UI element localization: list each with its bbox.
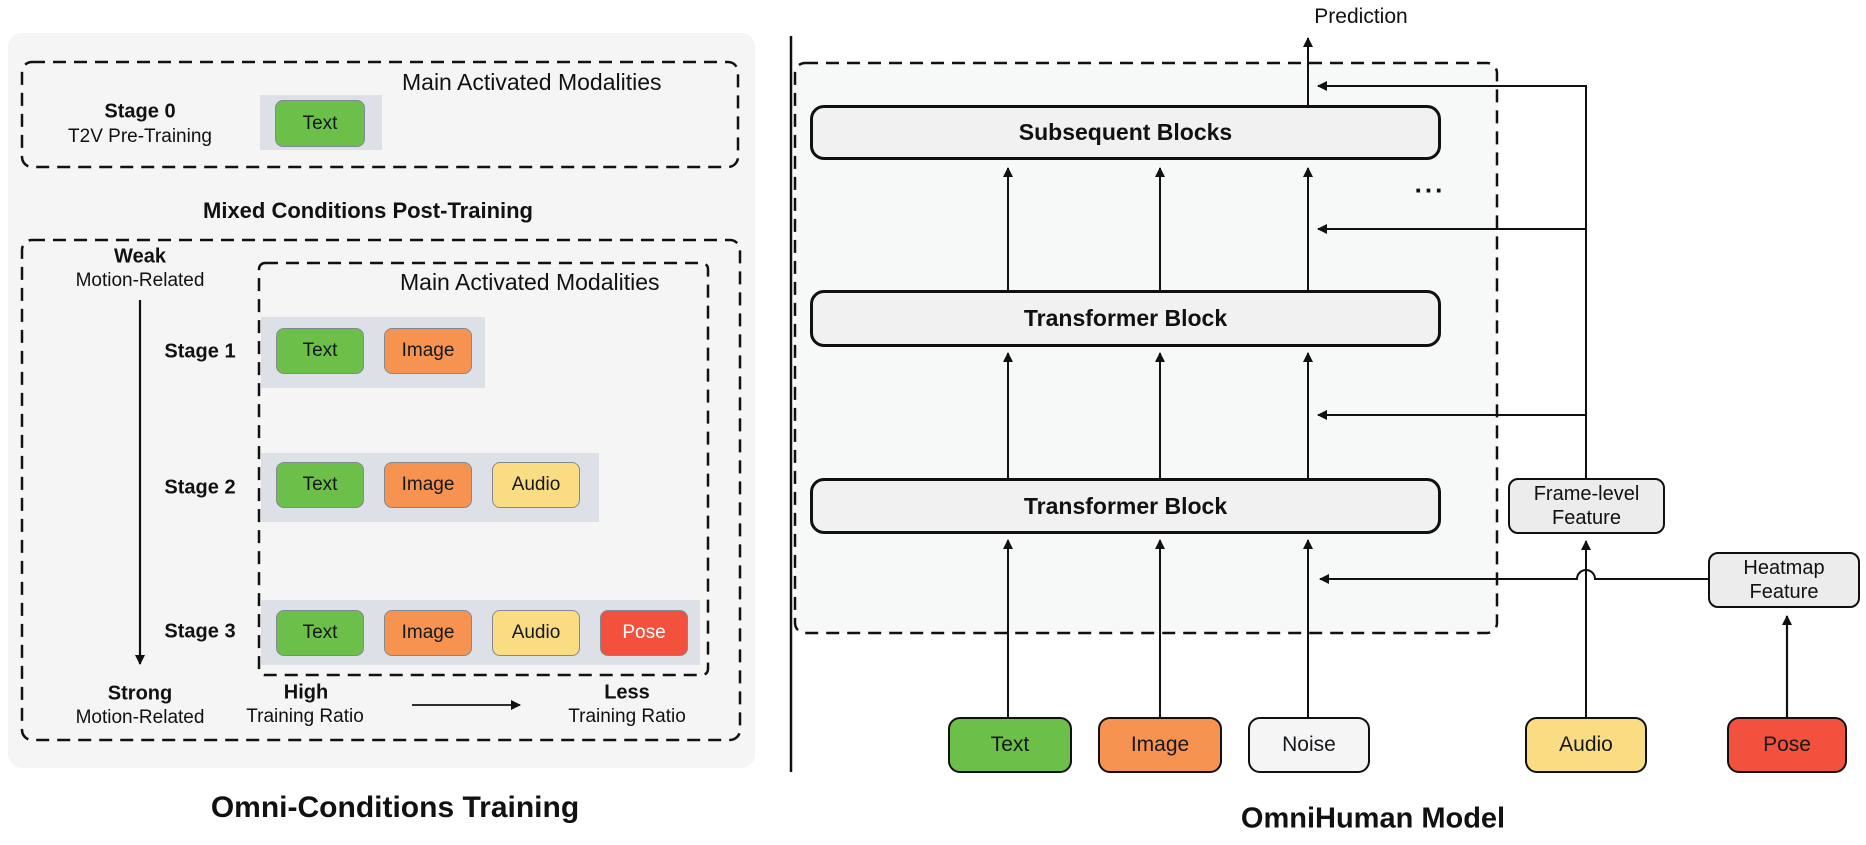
right-panel-title: OmniHuman Model xyxy=(1240,802,1506,835)
left-panel-title: Omni-Conditions Training xyxy=(210,791,580,824)
frame-level-feature-label: Frame-level Feature xyxy=(1533,483,1640,529)
stage2-text-badge: Text xyxy=(276,462,364,508)
stage0-sublabel: T2V Pre-Training xyxy=(68,126,212,147)
input-image-box: Image xyxy=(1098,717,1222,773)
input-audio-box: Audio xyxy=(1525,717,1647,773)
stage0-text-badge: Text xyxy=(275,100,365,147)
strong-sublabel: Motion-Related xyxy=(75,707,205,728)
stage1-text-badge: Text xyxy=(276,328,364,374)
stage3-text-badge: Text xyxy=(276,610,364,656)
inner-main-modalities-heading: Main Activated Modalities xyxy=(400,269,660,295)
ellipsis-dots: ... xyxy=(1414,168,1446,199)
stage3-audio-badge: Audio xyxy=(492,610,580,656)
stage2-label: Stage 2 xyxy=(164,476,236,499)
stage0-main-modalities-heading: Main Activated Modalities xyxy=(402,69,662,95)
frame-level-feature-box: Frame-level Feature xyxy=(1508,478,1665,534)
input-text-box: Text xyxy=(948,717,1072,773)
stage1-image-badge: Image xyxy=(384,328,472,374)
framelevel-branch-top-arrow xyxy=(1317,81,1587,478)
subsequent-blocks-box: Subsequent Blocks xyxy=(810,105,1441,160)
less-sublabel: Training Ratio xyxy=(568,706,686,727)
less-label: Less xyxy=(604,681,650,704)
stage0-label: Stage 0 xyxy=(104,100,176,123)
high-sublabel: Training Ratio xyxy=(246,706,364,727)
strong-label: Strong xyxy=(107,682,173,705)
stage0-dashed-box xyxy=(20,60,740,169)
stage2-image-badge: Image xyxy=(384,462,472,508)
transformer-block-2-box: Transformer Block xyxy=(810,290,1441,347)
prediction-label: Prediction xyxy=(1314,5,1408,28)
heatmap-inject-arrow xyxy=(1319,569,1708,584)
heatmap-feature-label: Heatmap Feature xyxy=(1743,557,1825,603)
heatmap-feature-box: Heatmap Feature xyxy=(1708,552,1860,608)
transformer-block-1-box: Transformer Block xyxy=(810,478,1441,534)
stage2-audio-badge: Audio xyxy=(492,462,580,508)
post-training-heading: Mixed Conditions Post-Training xyxy=(203,198,533,223)
stage3-image-badge: Image xyxy=(384,610,472,656)
main-modalities-dashed-box xyxy=(257,261,710,677)
input-noise-box: Noise xyxy=(1248,717,1370,773)
high-label: High xyxy=(283,681,329,704)
input-pose-box: Pose xyxy=(1727,717,1847,773)
weak-sublabel: Motion-Related xyxy=(75,270,205,291)
stage3-label: Stage 3 xyxy=(164,620,236,643)
stage3-pose-badge: Pose xyxy=(600,610,688,656)
stage1-label: Stage 1 xyxy=(164,340,236,363)
weak-label: Weak xyxy=(114,245,166,268)
post-training-dashed-box xyxy=(20,238,742,742)
